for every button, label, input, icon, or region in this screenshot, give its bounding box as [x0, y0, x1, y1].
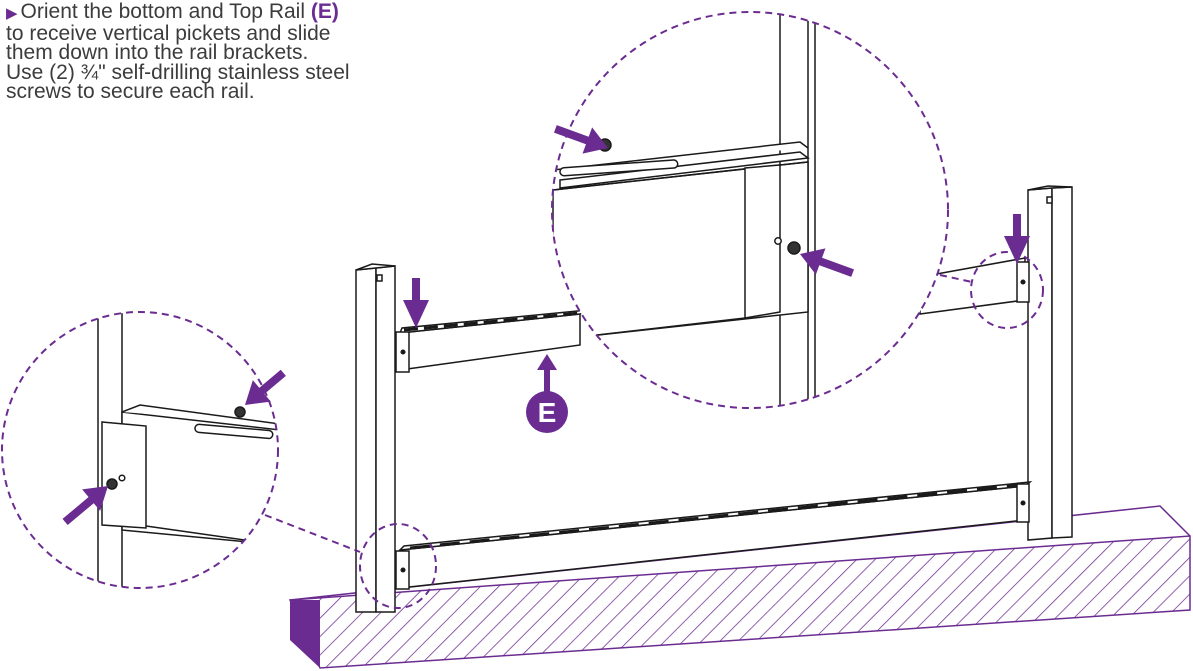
instruction-line-4: screws to secure each rail.: [6, 80, 255, 103]
part-reference-e: (E): [310, 0, 339, 23]
detail-circle-right: [551, 11, 949, 409]
detail-view-right: [552, 12, 948, 408]
instruction-text-start: Orient the bottom and Top Rail: [20, 0, 311, 23]
leader-line-left: [264, 514, 361, 553]
detail-view-left: [2, 312, 278, 588]
leader-line-right: [939, 274, 973, 283]
arrow-down-left-post-icon: [403, 278, 429, 328]
detail-origin-circle-right: [970, 251, 1044, 329]
triangle-right-icon: ▶: [6, 5, 18, 22]
instruction-text: ▶Orient the bottom and Top Rail (E) to r…: [6, 0, 446, 103]
fence-frame: [355, 185, 1073, 613]
instruction-line-1: to receive vertical pickets and slide: [6, 21, 331, 45]
callout-label-e: E: [538, 397, 557, 428]
arrow-screw-top-left-icon: [245, 369, 286, 405]
callout-arrow-up-icon: [537, 354, 557, 394]
callout-badge-e: E: [526, 391, 568, 433]
arrow-screw-side-left-icon: [62, 486, 108, 526]
detail-circle-left: [1, 311, 279, 589]
arrow-screw-top-right-icon: [554, 125, 608, 154]
arrow-down-right-post-icon: [1004, 214, 1030, 264]
detail-origin-circle-left: [359, 523, 437, 609]
instruction-line-2: them down into the rail brackets.: [6, 41, 309, 64]
arrow-screw-side-right-icon: [800, 248, 854, 277]
instruction-line-3: Use (2) ¾" self-drilling stainless steel: [6, 60, 350, 84]
